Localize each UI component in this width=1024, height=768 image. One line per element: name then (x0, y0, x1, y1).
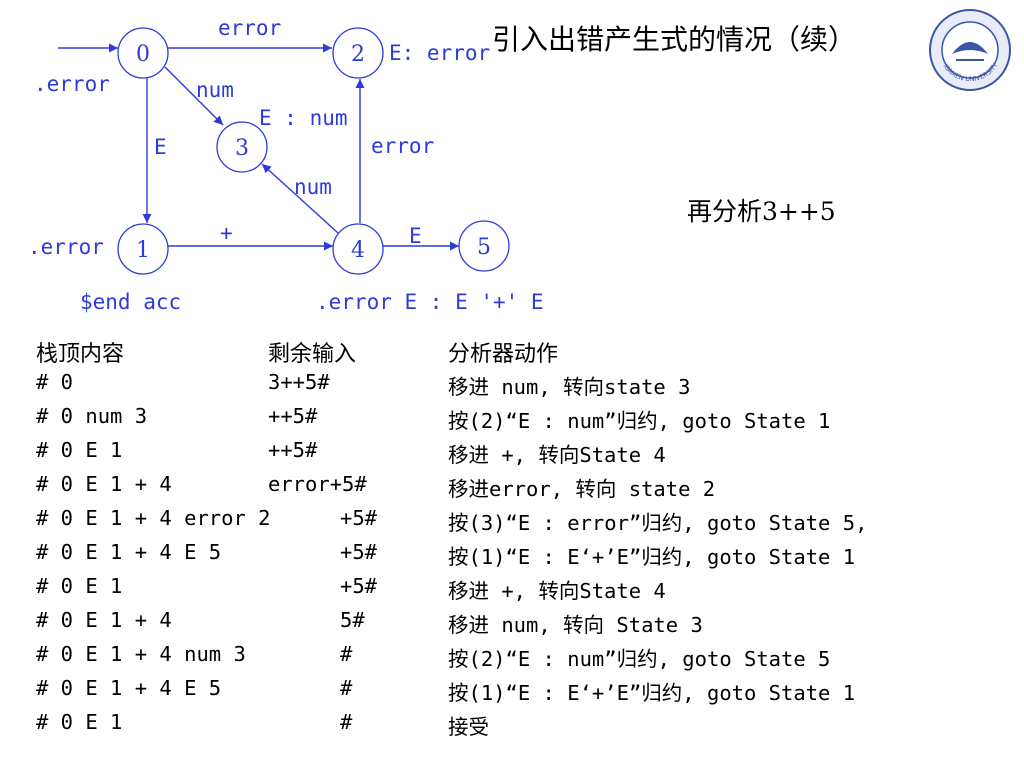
stack-cell: # 0 num 3 (36, 404, 148, 428)
input-cell: # (340, 710, 353, 734)
table-row: # 0 E 1 + 4 E 5 +5# 按(1)“E : E‘+’E”归约, g… (36, 540, 996, 574)
stack-cell: # 0 E 1 + 4 (36, 608, 172, 632)
input-cell: 3++5# (268, 370, 330, 394)
slide-title: 引入出错产生式的情况（续） (492, 23, 857, 56)
trace-header-row: 栈顶内容 剩余输入 分析器动作 (36, 336, 996, 370)
input-cell: ++5# (268, 438, 318, 462)
svg-text:1: 1 (136, 238, 150, 263)
table-row: # 0 3++5# 移进 num, 转向state 3 (36, 370, 996, 404)
stack-cell: # 0 E 1 + 4 E 5 (36, 540, 222, 564)
table-row: # 0 E 1 + 4 error 2 +5# 按(3)“E : error”归… (36, 506, 996, 540)
edge-1-4-label: + (220, 221, 233, 245)
stack-cell: # 0 E 1 (36, 438, 123, 462)
action-cell: 移进error, 转向 state 2 (448, 477, 716, 501)
input-cell: # (340, 642, 353, 666)
edge-4-3 (261, 163, 339, 234)
action-cell: 移进 +, 转向State 4 (448, 443, 666, 467)
svg-text:2: 2 (351, 42, 365, 67)
state-2-item: E: error (389, 41, 490, 65)
university-seal-icon: XIAMEN UNIVERSITY (929, 9, 1011, 91)
edge-0-3 (164, 66, 224, 126)
state-1-item: .error (28, 235, 104, 259)
header-remaining-input: 剩余输入 (268, 342, 357, 367)
table-row: # 0 E 1 + 4 E 5 # 按(1)“E : E‘+’E”归约, got… (36, 676, 996, 710)
input-cell: +5# (340, 574, 378, 598)
action-cell: 按(1)“E : E‘+’E”归约, goto State 1 (448, 681, 856, 705)
action-cell: 按(2)“E : num”归约, goto State 1 (448, 409, 831, 433)
edge-4-3-label: num (294, 175, 332, 199)
state-4-item: .error E : E '+' E (316, 290, 544, 314)
edge-4-2-label: error (371, 134, 434, 158)
input-cell: 5# (340, 608, 365, 632)
stack-cell: # 0 E 1 + 4 num 3 (36, 642, 246, 666)
header-stack: 栈顶内容 (36, 342, 125, 367)
action-cell: 按(2)“E : num”归约, goto State 5 (448, 647, 831, 671)
table-row: # 0 num 3 ++5# 按(2)“E : num”归约, goto Sta… (36, 404, 996, 438)
stack-cell: # 0 E 1 (36, 574, 123, 598)
header-action: 分析器动作 (448, 342, 559, 367)
input-cell: +5# (340, 506, 378, 530)
edge-0-3-label: num (196, 78, 234, 102)
state-4: 4 (332, 223, 384, 275)
state-3-item: E : num (259, 106, 348, 130)
input-cell: error+5# (268, 472, 367, 496)
table-row: # 0 E 1 ++5# 移进 +, 转向State 4 (36, 438, 996, 472)
edge-0-1-label: E (154, 135, 167, 159)
svg-text:3: 3 (235, 136, 249, 161)
input-cell: +5# (340, 540, 378, 564)
edge-4-5-label: E (409, 224, 422, 248)
action-cell: 按(1)“E : E‘+’E”归约, goto State 1 (448, 545, 856, 569)
edge-0-2-label: error (218, 16, 281, 40)
parse-trace-table: 栈顶内容 剩余输入 分析器动作 # 0 3++5# 移进 num, 转向stat… (36, 336, 996, 744)
table-row: # 0 E 1 # 接受 (36, 710, 996, 744)
state-2: 2 (332, 27, 384, 79)
table-row: # 0 E 1 + 4 5# 移进 num, 转向 State 3 (36, 608, 996, 642)
table-row: # 0 E 1 + 4 num 3 # 按(2)“E : num”归约, got… (36, 642, 996, 676)
svg-text:4: 4 (351, 238, 365, 263)
slide-subtitle: 再分析3++5 (687, 197, 836, 226)
stack-cell: # 0 E 1 (36, 710, 123, 734)
svg-text:5: 5 (477, 235, 491, 260)
table-row: # 0 E 1 + 4 error+5# 移进error, 转向 state 2 (36, 472, 996, 506)
table-row: # 0 E 1 +5# 移进 +, 转向State 4 (36, 574, 996, 608)
action-cell: 接受 (448, 715, 489, 739)
action-cell: 移进 num, 转向 State 3 (448, 613, 703, 637)
action-cell: 按(3)“E : error”归约, goto State 5, (448, 511, 868, 535)
stack-cell: # 0 E 1 + 4 E 5 (36, 676, 222, 700)
stack-cell: # 0 E 1 + 4 error 2 (36, 506, 271, 530)
action-cell: 移进 +, 转向State 4 (448, 579, 666, 603)
state-0: 0 (117, 27, 169, 79)
svg-text:0: 0 (136, 42, 150, 67)
input-cell: # (340, 676, 353, 700)
action-cell: 移进 num, 转向state 3 (448, 375, 691, 399)
state-1-accept-item: $end acc (80, 290, 181, 314)
stack-cell: # 0 (36, 370, 74, 394)
state-0-item: .error (34, 72, 110, 96)
state-3: 3 (216, 121, 268, 173)
stack-cell: # 0 E 1 + 4 (36, 472, 172, 496)
input-cell: ++5# (268, 404, 318, 428)
state-1: 1 (117, 223, 169, 275)
state-5: 5 (458, 220, 510, 272)
